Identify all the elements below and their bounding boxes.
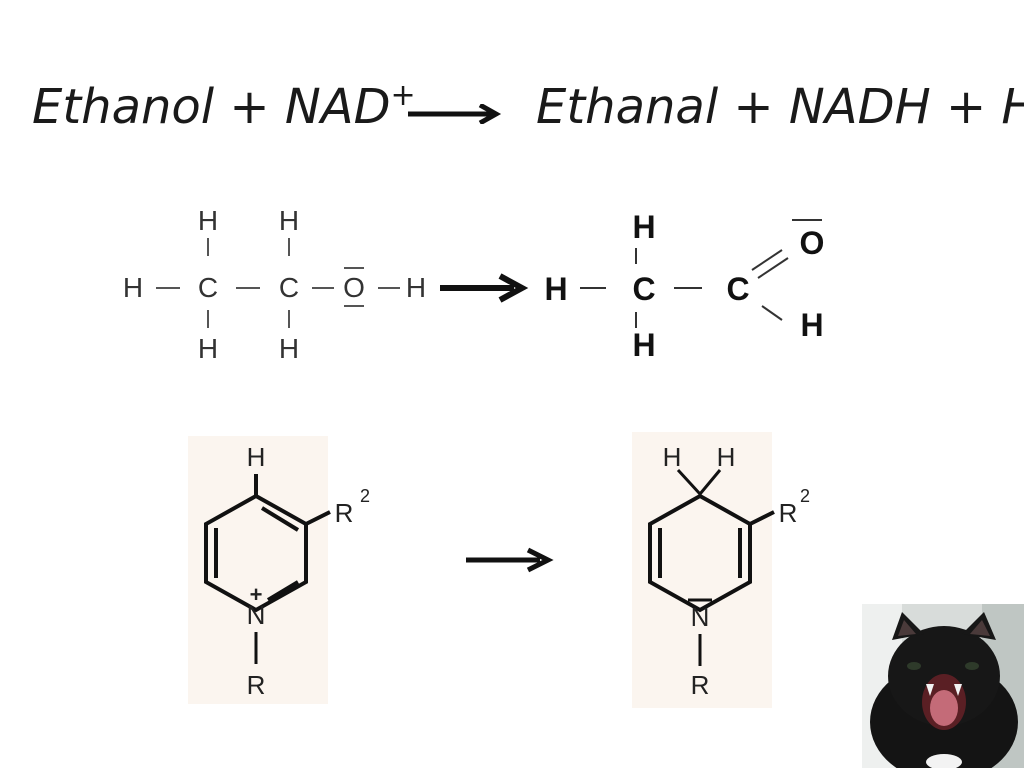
cat-photo bbox=[862, 604, 1024, 768]
yawning-cat-icon bbox=[862, 604, 1024, 768]
ethanal-h-bot: H bbox=[632, 327, 655, 363]
ethanol-c1: C bbox=[198, 272, 218, 303]
ethanol-structure: H H H C C O H H H bbox=[123, 205, 426, 364]
nad-r2-sup: 2 bbox=[360, 486, 370, 506]
ethanol-h-bot1: H bbox=[198, 333, 218, 364]
nad-ring: H R 2 + N R bbox=[204, 442, 370, 700]
products-label: Ethanal + NADH + H+ bbox=[536, 78, 1024, 135]
nadh-r2-sup: 2 bbox=[800, 486, 810, 506]
ethanal-structure: H H C C O H H bbox=[544, 209, 824, 363]
nadh-h1: H bbox=[663, 442, 682, 472]
ethanol-o: O bbox=[343, 272, 365, 303]
nadh-r: R bbox=[691, 670, 710, 700]
ethanol-h-right: H bbox=[406, 272, 426, 303]
ring-drawings: H R 2 + N R H H bbox=[204, 442, 810, 700]
nad-n: N bbox=[247, 600, 266, 630]
nad-r: R bbox=[247, 670, 266, 700]
ethanol-h-top2: H bbox=[279, 205, 299, 236]
ethanol-c2: C bbox=[279, 272, 299, 303]
nadh-h2: H bbox=[717, 442, 736, 472]
products-text: Ethanal + NADH + H bbox=[536, 79, 1024, 135]
nadh-ring: H H R 2 N R bbox=[648, 442, 810, 700]
ethanal-h-top: H bbox=[632, 209, 655, 245]
nadh-r2: R bbox=[779, 498, 798, 528]
ethanal-c2: C bbox=[726, 271, 749, 307]
ethanol-h-top1: H bbox=[198, 205, 218, 236]
ring-structures: H R 2 + N R H H bbox=[0, 432, 1024, 716]
nad-r2: R bbox=[335, 498, 354, 528]
nad-charge: + bbox=[250, 582, 263, 607]
ethanol-h-left: H bbox=[123, 272, 143, 303]
reaction-equation: Ethanol + NAD+ Ethanal + NADH + H+ bbox=[0, 78, 1024, 148]
structural-formulas: H H H C C O H H H H H C C O H bbox=[123, 205, 825, 364]
ring-arrow-icon bbox=[466, 547, 554, 573]
ethanal-h-left: H bbox=[544, 271, 567, 307]
ethanal-o: O bbox=[800, 225, 825, 261]
reaction-arrow-icon bbox=[408, 104, 502, 124]
reactants-charge: + bbox=[390, 78, 416, 113]
ethanol-h-bot2: H bbox=[279, 333, 299, 364]
structure-arrow-icon bbox=[440, 273, 529, 303]
nad-h: H bbox=[247, 442, 266, 472]
nadh-n: N bbox=[691, 602, 710, 632]
reactants-label: Ethanol + NAD+ bbox=[32, 78, 416, 135]
ethanal-h-right: H bbox=[800, 307, 823, 343]
ethanal-c1: C bbox=[632, 271, 655, 307]
reactants-text: Ethanol + NAD bbox=[32, 79, 391, 135]
